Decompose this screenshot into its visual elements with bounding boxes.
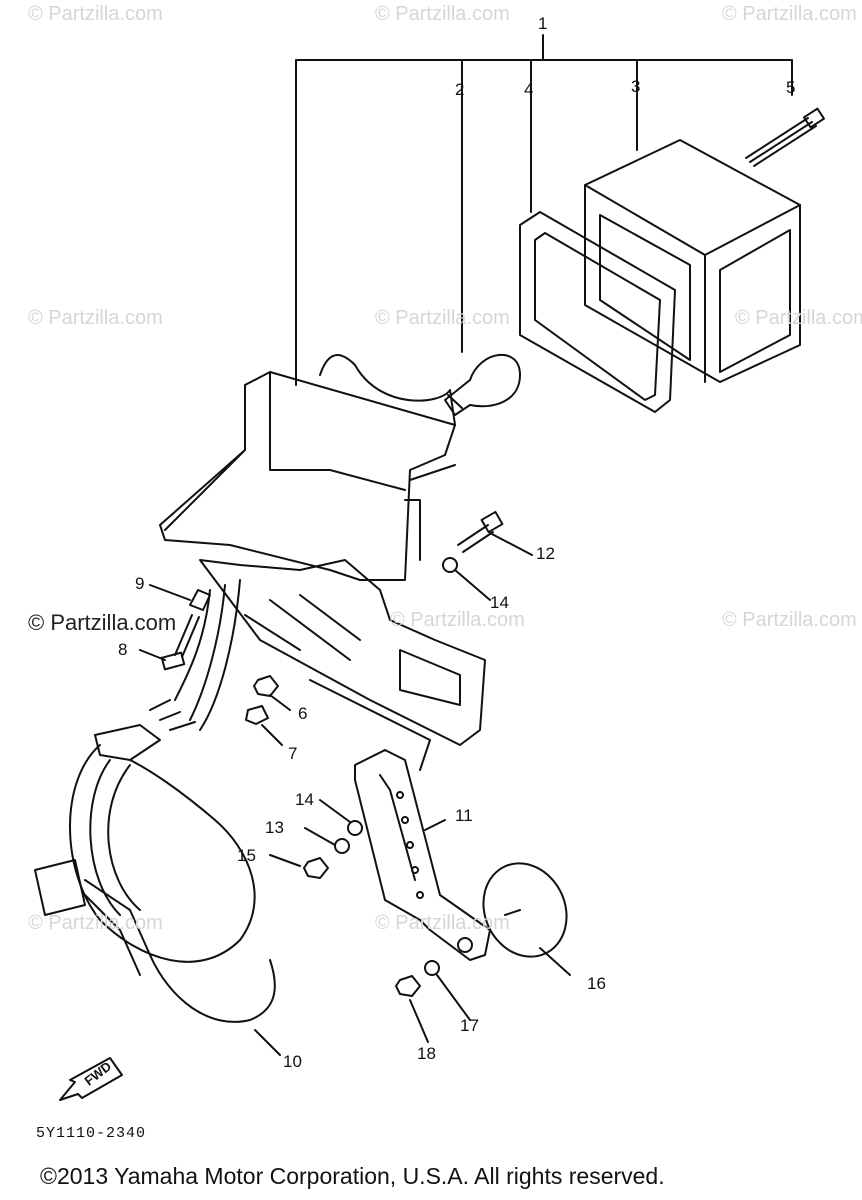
brand-watermark: © Partzilla.com — [28, 610, 177, 635]
fwd-arrow — [59, 1057, 123, 1101]
bolt-part-8 — [160, 614, 200, 671]
callout-14a: 14 — [295, 790, 314, 809]
callout-bracket-1 — [295, 34, 793, 386]
watermark: © Partzilla.com — [28, 912, 163, 934]
callout-12: 12 — [536, 544, 555, 563]
housing-assembly — [159, 354, 456, 581]
callout-7: 7 — [288, 744, 298, 763]
washer-part-14b — [347, 820, 363, 836]
watermark: © Partzilla.com — [735, 307, 862, 329]
nut-part-15 — [303, 857, 329, 879]
callout-17: 17 — [460, 1016, 479, 1035]
washer-part-14a — [442, 557, 458, 573]
part-7 — [245, 705, 269, 725]
callout-1: 1 — [538, 14, 548, 33]
watermark: © Partzilla.com — [375, 912, 510, 934]
watermark: © Partzilla.com — [390, 609, 525, 631]
license-bracket — [199, 559, 486, 771]
callout-8: 8 — [118, 640, 128, 659]
callout-6: 6 — [298, 704, 308, 723]
callout-2: 2 — [455, 80, 465, 99]
callout-5: 5 — [786, 78, 796, 97]
watermark: © Partzilla.com — [375, 3, 510, 25]
callout-18: 18 — [417, 1044, 436, 1063]
callout-11: 11 — [455, 806, 473, 825]
bolt-part-12 — [457, 510, 504, 553]
bulb-part-2 — [444, 353, 521, 416]
watermark: © Partzilla.com — [375, 307, 510, 329]
nut-part-17 — [424, 960, 440, 976]
wire-harness — [34, 579, 276, 1023]
callout-15: 15 — [237, 846, 256, 865]
copyright-notice: ©2013 Yamaha Motor Corporation, U.S.A. A… — [40, 1163, 665, 1189]
callout-10: 10 — [283, 1052, 302, 1071]
watermark: © Partzilla.com — [722, 3, 857, 25]
callout-4: 4 — [524, 80, 534, 99]
lens-part-3 — [584, 139, 801, 383]
screw-part-5 — [745, 107, 825, 167]
callout-14b: 14 — [490, 593, 509, 612]
callout-16: 16 — [587, 974, 606, 993]
callout-3: 3 — [631, 77, 641, 96]
leader-lines — [139, 532, 571, 1056]
callout-9: 9 — [135, 574, 145, 593]
watermark: © Partzilla.com — [28, 3, 163, 25]
watermark: © Partzilla.com — [28, 307, 163, 329]
watermark: © Partzilla.com — [722, 609, 857, 631]
part-code: 5Y1110-2340 — [36, 1125, 147, 1142]
nut-part-6 — [253, 675, 279, 697]
callout-13: 13 — [265, 818, 284, 837]
light-bracket-part-11 — [354, 749, 491, 961]
washer-part-13 — [334, 838, 350, 854]
gasket-part-4 — [519, 211, 676, 413]
nut-part-18 — [395, 975, 421, 997]
